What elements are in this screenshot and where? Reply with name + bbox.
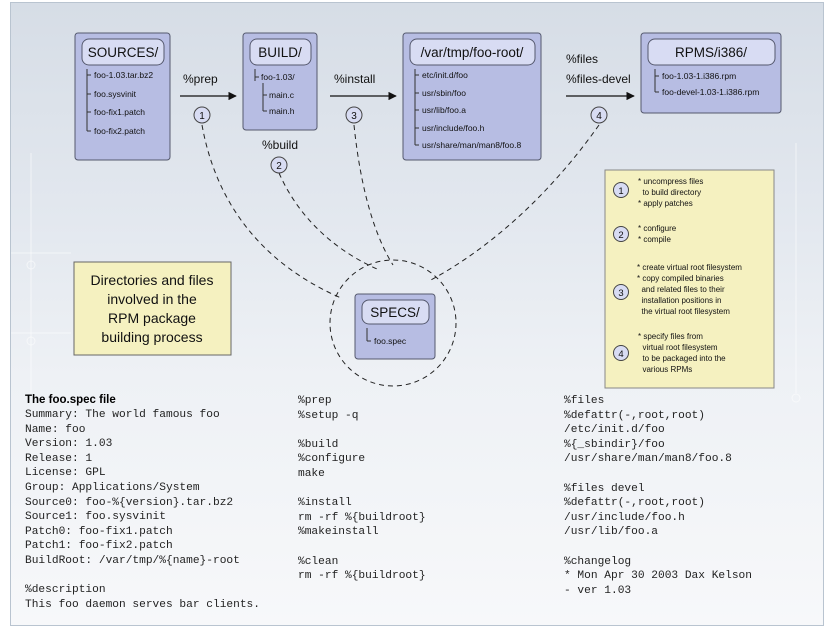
rpms-box: RPMS/i386/ foo-1.03-1.i386.rpm foo-devel…	[640, 32, 782, 114]
buildroot-item: usr/sbin/foo	[422, 88, 466, 98]
spec-file-scripts-column: %prep %setup -q %build %configure make %…	[298, 395, 426, 583]
caption-line: involved in the	[107, 291, 197, 307]
svg-text:2: 2	[276, 161, 282, 172]
buildroot-item: usr/lib/foo.a	[422, 105, 466, 115]
buildroot-item: usr/share/man/man8/foo.8	[422, 140, 521, 150]
build-label: %build	[262, 138, 298, 152]
legend-3-line: and related files to their	[637, 285, 725, 294]
svg-text:3: 3	[351, 111, 357, 122]
files-devel-label: %files-devel	[566, 72, 631, 86]
legend-step-number: 2	[618, 230, 623, 241]
specs-box: SPECS/ foo.spec	[329, 259, 457, 387]
step-circle-4: 4	[590, 106, 608, 124]
spec-file-header-column: Summary: The world famous foo Name: foo …	[25, 409, 260, 611]
spec-file-title: The foo.spec file	[25, 394, 116, 406]
buildroot-item: usr/include/foo.h	[422, 123, 485, 133]
rpms-title: RPMS/i386/	[675, 45, 747, 60]
caption-line: RPM package	[108, 310, 196, 326]
legend-3-line: the virtual root filesystem	[637, 307, 730, 316]
legend-4-line: * specify files from	[638, 332, 703, 341]
step-circle-1: 1	[193, 106, 211, 124]
caption-box: Directories and files involved in the RP…	[73, 261, 232, 356]
build-title: BUILD/	[258, 45, 302, 60]
sources-box: SOURCES/ foo-1.03.tar.bz2 foo.sysvinit f…	[74, 32, 171, 161]
build-item: main.c	[269, 90, 295, 100]
slide-frame: SOURCES/ foo-1.03.tar.bz2 foo.sysvinit f…	[10, 2, 824, 626]
legend-3-line: * create virtual root filesystem	[637, 263, 742, 272]
specs-title: SPECS/	[370, 305, 420, 320]
legend-1-line: * uncompress files	[638, 177, 703, 186]
sources-item: foo.sysvinit	[94, 89, 137, 99]
legend-3-line: * copy compiled binaries	[637, 274, 724, 283]
build-item: foo-1.03/	[261, 72, 295, 82]
spec-file-files-column: %files %defattr(-,root,root) /etc/init.d…	[564, 395, 752, 597]
caption-line: building process	[101, 329, 202, 345]
legend-step-number: 1	[618, 186, 623, 197]
legend-2-line: * compile	[638, 235, 671, 244]
step-circle-2: 2	[270, 156, 288, 174]
sources-item: foo-fix2.patch	[94, 126, 145, 136]
svg-text:4: 4	[596, 111, 602, 122]
caption-line: Directories and files	[91, 272, 214, 288]
svg-text:1: 1	[199, 111, 205, 122]
buildroot-item: etc/init.d/foo	[422, 70, 468, 80]
legend-2-line: * configure	[638, 224, 677, 233]
legend-4-line: virtual root filesystem	[638, 343, 718, 352]
legend-4-line: various RPMs	[638, 365, 692, 374]
legend-1-line: * apply patches	[638, 199, 693, 208]
rpm-build-diagram: SOURCES/ foo-1.03.tar.bz2 foo.sysvinit f…	[11, 32, 801, 403]
build-box: BUILD/ foo-1.03/ main.c main.h	[242, 32, 318, 131]
build-item: main.h	[269, 106, 295, 116]
sources-item: foo-1.03.tar.bz2	[94, 70, 153, 80]
legend-1-line: to build directory	[638, 188, 701, 197]
sources-title: SOURCES/	[88, 45, 159, 60]
step-circle-3: 3	[345, 106, 363, 124]
prep-label: %prep	[183, 72, 218, 86]
files-label: %files	[566, 52, 598, 66]
legend-3-line: installation positions in	[637, 296, 722, 305]
legend-box: 1 * uncompress files to build directory …	[604, 169, 775, 389]
buildroot-title: /var/tmp/foo-root/	[421, 45, 524, 60]
dashed-connectors	[201, 124, 600, 299]
specs-item: foo.spec	[374, 336, 407, 346]
legend-step-number: 3	[618, 288, 623, 299]
install-label: %install	[334, 72, 375, 86]
rpms-item: foo-devel-1.03-1.i386.rpm	[662, 87, 759, 97]
rpms-item: foo-1.03-1.i386.rpm	[662, 71, 736, 81]
legend-step-number: 4	[618, 349, 623, 360]
legend-4-line: to be packaged into the	[638, 354, 726, 363]
background-decoration	[11, 143, 801, 403]
sources-item: foo-fix1.patch	[94, 107, 145, 117]
buildroot-box: /var/tmp/foo-root/ etc/init.d/foo usr/sb…	[402, 32, 542, 161]
